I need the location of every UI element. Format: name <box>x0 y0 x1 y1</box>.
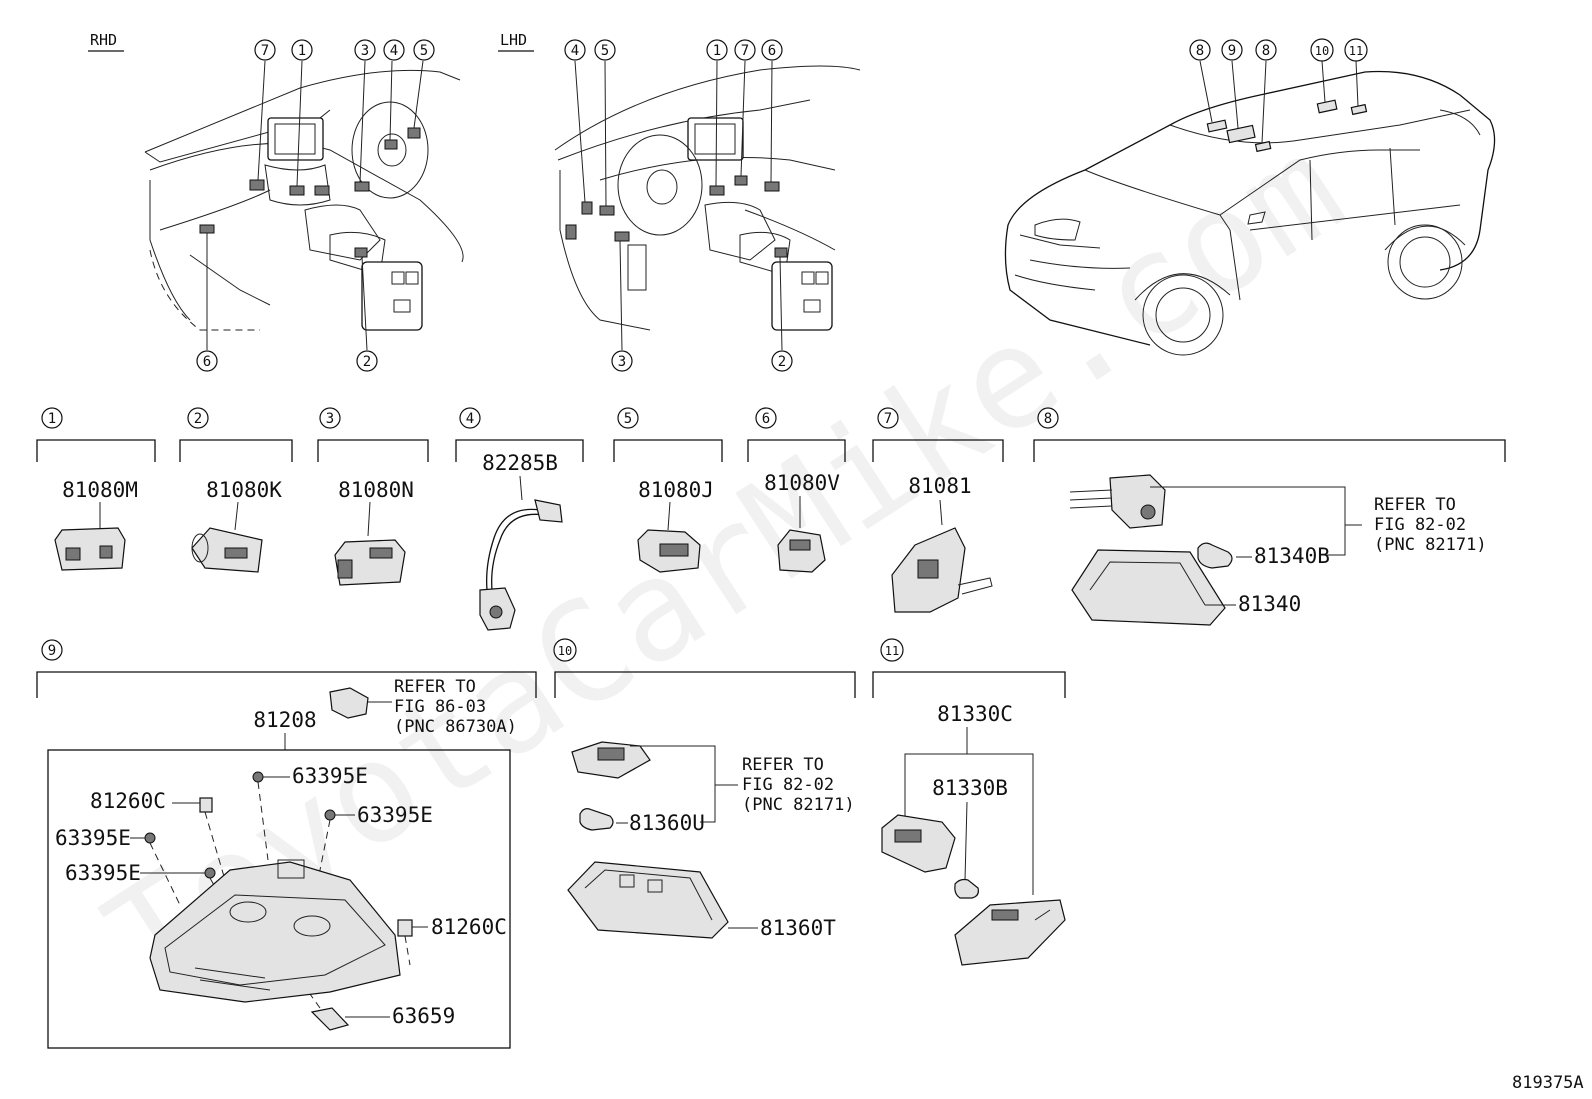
rhd-interior-illustration: RHD 7 1 <box>88 31 464 372</box>
refer-text-8-line3: (PNC 82171) <box>1374 535 1487 555</box>
part-81260C-a: 81260C <box>90 789 166 813</box>
part-81080K: 81080K <box>206 478 282 502</box>
refer-text-10-line1: REFER TO <box>742 755 824 775</box>
svg-text:10: 10 <box>558 644 572 658</box>
refer-text-8-line2: FIG 82-02 <box>1374 515 1466 535</box>
group-10-component: 10 81360U REFER TO FIG 82-02 (PNC 82171)… <box>553 638 856 940</box>
svg-text:1: 1 <box>48 411 56 427</box>
group-1-component: 1 81080M <box>36 407 156 571</box>
svg-text:1: 1 <box>298 43 306 59</box>
group-11-component: 11 81330C 81330B <box>872 638 1066 966</box>
group-9-component: 9 REFER TO FIG 86-03 (PNC 86730A) 81208 … <box>36 639 537 1049</box>
svg-text:9: 9 <box>1228 43 1236 59</box>
svg-text:3: 3 <box>361 43 369 59</box>
lhd-callout-7: 7 <box>734 39 756 61</box>
lhd-callout-2: 2 <box>771 350 793 372</box>
part-63659: 63659 <box>392 1004 455 1028</box>
svg-text:5: 5 <box>420 43 428 59</box>
lhd-interior-illustration: LHD 4 5 1 7 <box>498 31 861 372</box>
refer-text-8-line1: REFER TO <box>1374 495 1456 515</box>
rhd-callout-5: 5 <box>413 39 435 61</box>
svg-text:10: 10 <box>1315 44 1329 58</box>
car-callout-8a: 8 <box>1189 39 1211 61</box>
figure-id: 819375A <box>1512 1073 1584 1093</box>
rhd-view-label: RHD <box>90 31 117 49</box>
lhd-callout-4: 4 <box>564 39 586 61</box>
car-callout-10: 10 <box>1310 38 1334 62</box>
part-63395E-c: 63395E <box>55 826 131 850</box>
assembly-81208: 81208 <box>253 708 316 732</box>
svg-text:7: 7 <box>261 43 269 59</box>
svg-text:7: 7 <box>884 411 892 427</box>
refer-text-9-line3: (PNC 86730A) <box>394 717 517 737</box>
svg-text:11: 11 <box>1349 44 1363 58</box>
svg-text:2: 2 <box>194 411 202 427</box>
lhd-callout-3: 3 <box>611 350 633 372</box>
part-81080N: 81080N <box>338 478 414 502</box>
svg-text:6: 6 <box>762 411 770 427</box>
svg-text:4: 4 <box>571 43 579 59</box>
svg-text:4: 4 <box>390 43 398 59</box>
rhd-callout-3: 3 <box>354 39 376 61</box>
part-63395E-d: 63395E <box>65 861 141 885</box>
svg-text:5: 5 <box>601 43 609 59</box>
part-81340B: 81340B <box>1254 544 1330 568</box>
svg-text:8: 8 <box>1044 411 1052 427</box>
rhd-callout-6: 6 <box>196 350 218 372</box>
svg-text:8: 8 <box>1262 43 1270 59</box>
part-81360T: 81360T <box>760 916 836 940</box>
part-82285B: 82285B <box>482 451 558 475</box>
svg-text:7: 7 <box>741 43 749 59</box>
group-6-component: 6 81080V <box>747 407 846 573</box>
svg-text:11: 11 <box>885 644 899 658</box>
svg-text:2: 2 <box>778 354 786 370</box>
vehicle-exterior-illustration: 8 9 8 10 11 <box>1004 38 1496 356</box>
svg-text:4: 4 <box>466 411 474 427</box>
group-4-component: 4 82285B <box>455 407 584 631</box>
lhd-view-label: LHD <box>500 31 527 49</box>
car-callout-11: 11 <box>1344 38 1368 62</box>
refer-text-10-line3: (PNC 82171) <box>742 795 855 815</box>
rhd-callout-1: 1 <box>291 39 313 61</box>
part-63395E-a: 63395E <box>292 764 368 788</box>
refer-text-9-line1: REFER TO <box>394 677 476 697</box>
lhd-callout-1: 1 <box>706 39 728 61</box>
refer-text-10-line2: FIG 82-02 <box>742 775 834 795</box>
rhd-callout-2: 2 <box>356 350 378 372</box>
part-81260C-b: 81260C <box>431 915 507 939</box>
part-81330C: 81330C <box>937 702 1013 726</box>
group-7-component: 7 81081 <box>872 407 1004 613</box>
part-81081: 81081 <box>908 474 971 498</box>
lhd-callout-5: 5 <box>594 39 616 61</box>
lhd-callout-6: 6 <box>761 39 783 61</box>
part-63395E-b: 63395E <box>357 803 433 827</box>
svg-text:2: 2 <box>363 354 371 370</box>
svg-text:5: 5 <box>624 411 632 427</box>
part-81080M: 81080M <box>62 478 138 502</box>
svg-text:1: 1 <box>713 43 721 59</box>
rhd-callout-4: 4 <box>383 39 405 61</box>
group-8-component: 8 81340B 81340 REFER TO FIG 82-02 (PNC 8… <box>1033 407 1506 626</box>
svg-text:6: 6 <box>203 354 211 370</box>
svg-text:8: 8 <box>1196 43 1204 59</box>
group-2-component: 2 81080K <box>179 407 293 573</box>
refer-text-9-line2: FIG 86-03 <box>394 697 486 717</box>
part-81340: 81340 <box>1238 592 1301 616</box>
part-81080V: 81080V <box>764 471 840 495</box>
svg-text:3: 3 <box>326 411 334 427</box>
rhd-callout-7: 7 <box>254 39 276 61</box>
svg-text:3: 3 <box>618 354 626 370</box>
car-callout-8b: 8 <box>1255 39 1277 61</box>
part-81360U: 81360U <box>629 811 705 835</box>
group-5-component: 5 81080J <box>613 407 723 573</box>
group-3-component: 3 81080N <box>317 407 429 586</box>
part-81330B: 81330B <box>932 776 1008 800</box>
svg-text:9: 9 <box>48 643 56 659</box>
car-callout-9: 9 <box>1221 39 1243 61</box>
part-81080J: 81080J <box>638 478 714 502</box>
svg-text:6: 6 <box>768 43 776 59</box>
